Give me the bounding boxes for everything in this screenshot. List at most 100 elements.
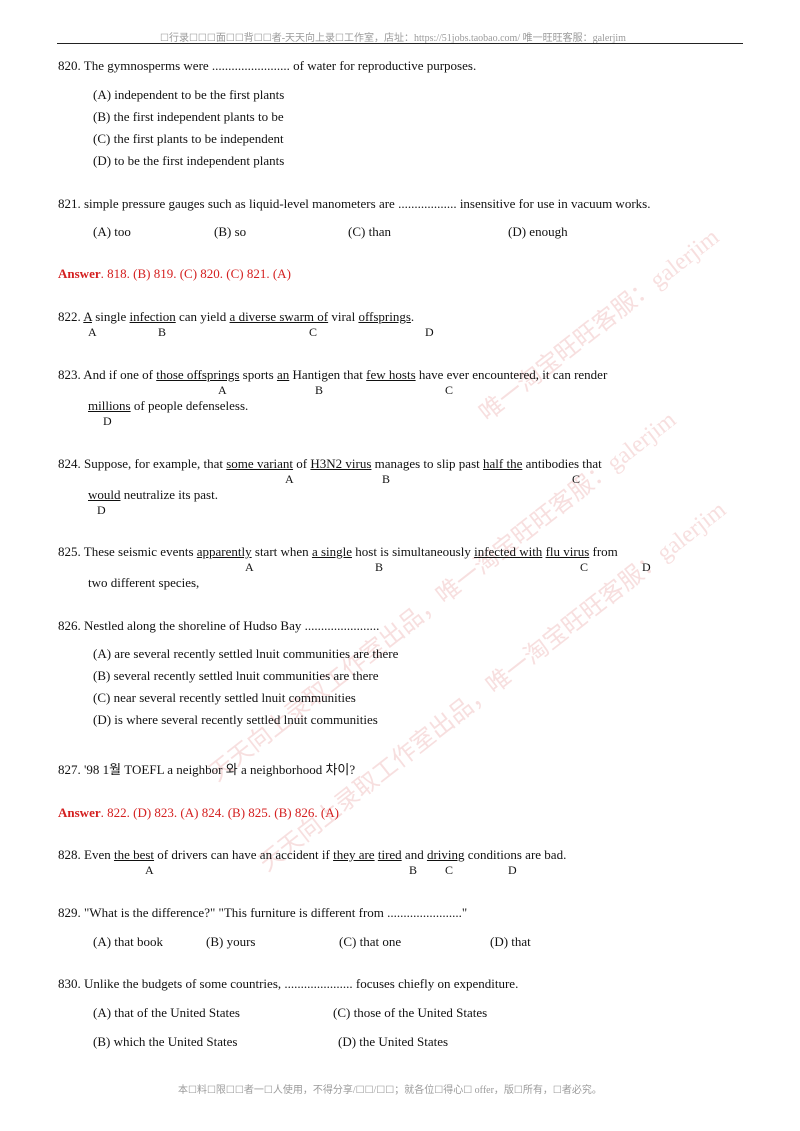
q828-text: of drivers can have an accident if	[154, 847, 334, 862]
footer-text: 本☐料☐限☐☐者一☐人使用，不得分享/☐☐/☐☐；就各位☐得心☐ offer，版…	[178, 1085, 602, 1096]
q824-text: neutralize its past.	[120, 487, 218, 502]
q825-text: 825. These seismic events	[58, 544, 197, 559]
q829-option-c: (C) that one	[339, 934, 402, 949]
q822-underlined-d: offsprings	[358, 309, 411, 324]
q822-underlined-c: a diverse swarm of	[229, 309, 329, 324]
q823-letter-c: C	[445, 383, 454, 397]
q828-letter-d: D	[508, 863, 517, 877]
answer-label: Answer	[58, 805, 101, 820]
q824-letter-a: A	[285, 472, 294, 486]
q823-letter-d: D	[103, 414, 112, 428]
q820-option-c: (C) the first plants to be independent	[93, 131, 284, 146]
question-821-stem: 821. simple pressure gauges such as liqu…	[58, 196, 651, 211]
q822-letter-b: B	[158, 325, 167, 339]
q825-underlined-b: a single	[311, 544, 353, 559]
question-822-sentence: 822. A single infection can yield a dive…	[58, 309, 414, 325]
q826-option-b: (B) several recently settled lnuit commu…	[93, 668, 379, 683]
question-824-line2: would neutralize its past.	[88, 487, 218, 503]
q823-text: Hantigen that	[289, 367, 367, 382]
q822-underlined-b: infection	[129, 309, 176, 324]
answer-label: Answer	[58, 266, 101, 281]
q828-letter-a: A	[145, 863, 154, 877]
q823-text: have ever encountered, it can render	[415, 367, 608, 382]
q828-underlined-d: driving	[426, 847, 465, 862]
q830-option-d: (D) the United States	[338, 1034, 449, 1049]
q825-letter-d: D	[642, 560, 651, 574]
q828-text: and	[401, 847, 427, 862]
q825-letter-c: C	[580, 560, 589, 574]
answer-values: . 818. (B) 819. (C) 820. (C) 821. (A)	[100, 266, 291, 281]
q823-underlined-c: few hosts	[366, 367, 416, 382]
q829-option-d: (D) that	[490, 934, 531, 949]
q828-underlined-c: tired	[377, 847, 402, 862]
q830-option-a: (A) that of the United States	[93, 1005, 240, 1020]
question-825-line1: 825. These seismic events apparently sta…	[58, 544, 618, 560]
q821-option-b: (B) so	[214, 224, 247, 239]
q822-letter-c: C	[309, 325, 318, 339]
answer-key-2: Answer. 822. (D) 823. (A) 824. (B) 825. …	[58, 805, 339, 821]
q828-letter-b: B	[409, 863, 418, 877]
question-825-line2: two different species,	[88, 575, 200, 590]
q822-text: single	[91, 309, 130, 324]
q829-option-a: (A) that book	[93, 934, 164, 949]
question-830-stem: 830. Unlike the budgets of some countrie…	[58, 976, 519, 991]
q830-option-b: (B) which the United States	[93, 1034, 238, 1049]
q823-letter-b: B	[315, 383, 324, 397]
q825-text: start when	[251, 544, 312, 559]
q824-text: of	[293, 456, 311, 471]
q825-underlined-c: infected with	[474, 544, 543, 559]
q823-underlined-a: those offsprings	[156, 367, 240, 382]
q820-option-b: (B) the first independent plants to be	[93, 109, 284, 124]
q825-text: host is simultaneously	[352, 544, 475, 559]
q826-option-d: (D) is where several recently settled ln…	[93, 712, 378, 727]
q824-underlined-c: half the	[483, 456, 523, 471]
q829-option-b: (B) yours	[206, 934, 256, 949]
q822-letter-a: A	[88, 325, 97, 339]
question-820-stem: 820. The gymnosperms were ..............…	[58, 58, 477, 73]
q823-underlined-d: millions	[88, 398, 131, 413]
q822-letter-d: D	[425, 325, 434, 339]
question-827-stem: 827. '98 1월 TOEFL a neighbor 와 a neighbo…	[58, 762, 356, 777]
q823-letter-a: A	[218, 383, 227, 397]
q823-text: 823. And if one of	[58, 367, 157, 382]
q824-underlined-a: some variant	[226, 456, 294, 471]
q830-option-c: (C) those of the United States	[333, 1005, 488, 1020]
q825-underlined-d: flu virus	[545, 544, 590, 559]
q825-letter-a: A	[245, 560, 254, 574]
q824-text: antibodies that	[522, 456, 602, 471]
question-826-stem: 826. Nestled along the shoreline of Huds…	[58, 618, 380, 633]
q824-underlined-b: H3N2 virus	[310, 456, 372, 471]
q824-text: 824. Suppose, for example, that	[58, 456, 227, 471]
q825-text: from	[589, 544, 618, 559]
answer-key-1: Answer. 818. (B) 819. (C) 820. (C) 821. …	[58, 266, 291, 282]
q824-letter-d: D	[97, 503, 106, 517]
q825-letter-b: B	[375, 560, 384, 574]
q828-text: 828. Even	[58, 847, 114, 862]
q828-letter-c: C	[445, 863, 454, 877]
q828-text: conditions are bad.	[464, 847, 567, 862]
q820-option-d: (D) to be the first independent plants	[93, 153, 285, 168]
q826-option-c: (C) near several recently settled lnuit …	[93, 690, 356, 705]
question-828-sentence: 828. Even the best of drivers can have a…	[58, 847, 566, 863]
q822-text: .	[410, 309, 415, 324]
q823-text: of people defenseless.	[130, 398, 249, 413]
q821-option-c: (C) than	[348, 224, 391, 239]
q824-letter-b: B	[382, 472, 391, 486]
answer-values: . 822. (D) 823. (A) 824. (B) 825. (B) 82…	[100, 805, 339, 820]
question-823-line2: millions of people defenseless.	[88, 398, 248, 414]
q822-text: 822.	[58, 309, 84, 324]
watermark: 唯一淘宝旺旺客服：galerjim	[474, 224, 725, 427]
q824-letter-c: C	[572, 472, 581, 486]
header-rule	[57, 43, 743, 44]
q823-text: sports	[239, 367, 277, 382]
q824-text: manages to slip past	[371, 456, 483, 471]
q826-option-a: (A) are several recently settled lnuit c…	[93, 646, 399, 661]
q821-option-d: (D) enough	[508, 224, 568, 239]
question-823-line1: 823. And if one of those offsprings spor…	[58, 367, 607, 383]
q820-option-a: (A) independent to be the first plants	[93, 87, 285, 102]
question-824-line1: 824. Suppose, for example, that some var…	[58, 456, 602, 472]
q822-text: viral	[328, 309, 359, 324]
q828-underlined-a: the best	[113, 847, 155, 862]
q821-option-a: (A) too	[93, 224, 131, 239]
q828-underlined-b: they are	[333, 847, 375, 862]
